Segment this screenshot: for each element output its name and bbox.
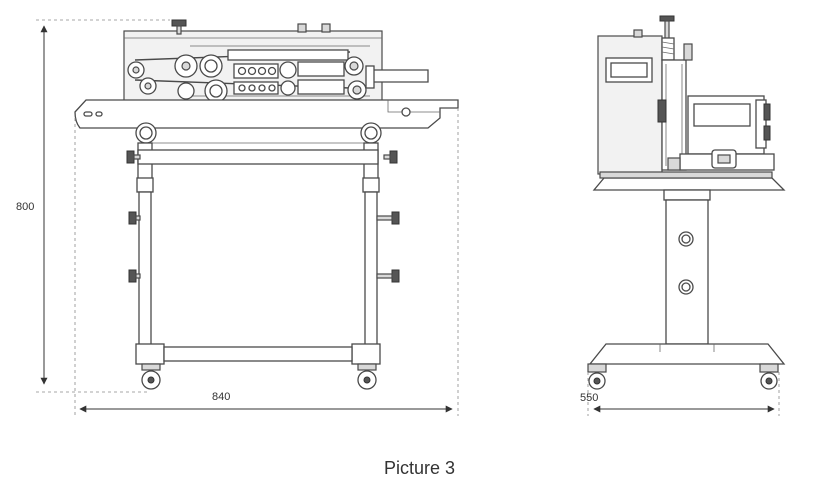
figure-caption: Picture 3	[384, 458, 455, 478]
front-view: 800 840	[16, 19, 459, 416]
side-view: 550	[580, 15, 786, 416]
side-table	[592, 177, 786, 191]
depth-dimension: 550	[580, 392, 775, 413]
side-column	[587, 189, 786, 390]
depth-label: 550	[580, 392, 598, 404]
height-dimension: 800	[16, 25, 48, 385]
stand-frame	[126, 142, 400, 390]
height-label: 800	[16, 201, 34, 213]
control-box	[597, 15, 775, 175]
width-label: 840	[212, 391, 230, 403]
sealing-head	[123, 19, 429, 103]
width-dimension: 840	[79, 391, 453, 413]
conveyor-table	[74, 99, 459, 144]
